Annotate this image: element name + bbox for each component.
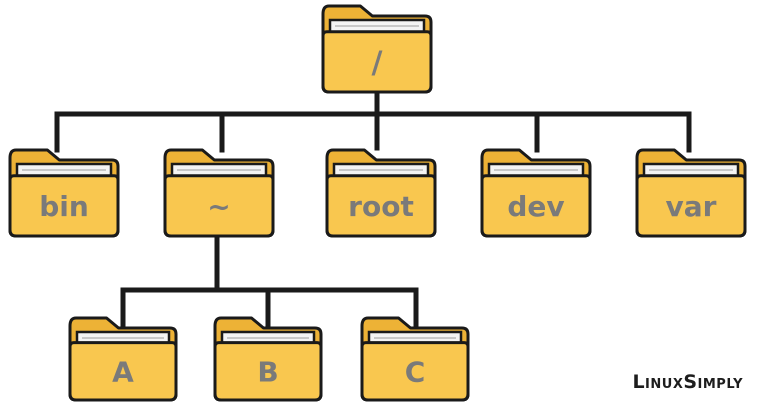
- folder-home: ~: [163, 148, 275, 238]
- folder-front: [68, 341, 178, 402]
- folder-front: [321, 30, 433, 94]
- folder-front: [213, 341, 323, 402]
- folder-front: [480, 174, 592, 238]
- folder-front: [163, 174, 275, 238]
- folder-label: var: [666, 190, 717, 223]
- folder-label: ~: [207, 190, 230, 223]
- folder-label: A: [112, 355, 134, 388]
- brand-logo: LinuxSimply: [632, 371, 743, 393]
- folder-front: [8, 174, 120, 238]
- folder-label: B: [257, 355, 278, 388]
- folder-root-dir: root: [325, 148, 437, 238]
- folder-root: /: [321, 4, 433, 94]
- folder-a: A: [68, 316, 178, 402]
- folder-bin: bin: [8, 148, 120, 238]
- folder-label: C: [405, 355, 426, 388]
- folder-b: B: [213, 316, 323, 402]
- folder-label: bin: [39, 190, 89, 223]
- folder-front: [325, 174, 437, 238]
- folder-label: dev: [507, 190, 564, 223]
- folder-label: /: [372, 46, 383, 81]
- folder-label: root: [348, 190, 414, 223]
- folder-dev: dev: [480, 148, 592, 238]
- folder-front: [360, 341, 470, 402]
- folder-c: C: [360, 316, 470, 402]
- folder-front: [635, 174, 747, 238]
- tree-connectors: [54, 89, 692, 329]
- folder-var: var: [635, 148, 747, 238]
